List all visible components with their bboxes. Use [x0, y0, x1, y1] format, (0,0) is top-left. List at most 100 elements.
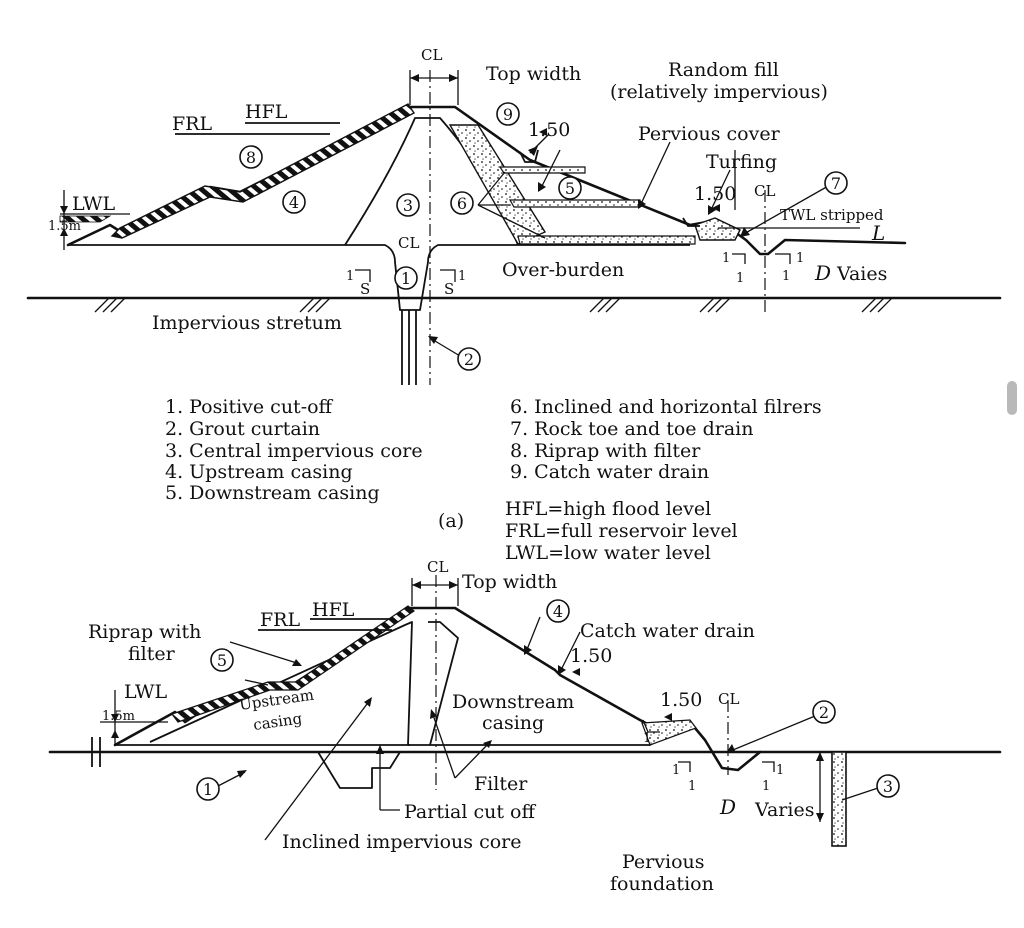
lwl-label-a: LWL	[72, 193, 115, 215]
callout-b-1: 1	[196, 777, 220, 801]
caption-a: (a)	[438, 510, 464, 532]
depth-label-b: 1.5m	[102, 709, 135, 724]
legend-item: 3. Central impervious core	[165, 440, 423, 462]
ratio-one-b4: 1	[776, 763, 784, 778]
legend-item: 1. Positive cut-off	[165, 396, 334, 418]
svg-text:3: 3	[883, 777, 893, 796]
figure-a: Top width Random fill (relatively imperv…	[26, 46, 1002, 564]
top-width-label-b: Top width	[462, 571, 557, 593]
legend-item: 5. Downstream casing	[165, 482, 380, 504]
catch-water-label: Catch water drain	[580, 620, 755, 642]
hfl-label-b: HFL	[312, 599, 355, 621]
twl-label: TWL stripped	[780, 206, 884, 224]
s-label-1: S	[360, 280, 370, 298]
random-fill-label-2: (relatively impervious)	[610, 81, 828, 103]
scrollbar-thumb[interactable]	[1007, 381, 1017, 415]
callout-a-6: 6	[450, 191, 474, 215]
riprap-label-1: Riprap with	[88, 621, 201, 643]
lwl-label-b: LWL	[124, 681, 167, 703]
partial-cutoff	[317, 751, 401, 789]
s-label-2: S	[444, 280, 454, 298]
callout-b-2: 2	[812, 700, 836, 724]
overburden-label: Over-burden	[502, 259, 624, 281]
hfl-label-a: HFL	[245, 101, 288, 123]
horizontal-filter-2	[508, 199, 641, 208]
svg-text:7: 7	[831, 174, 841, 193]
frl-label-b: FRL	[260, 609, 300, 631]
impervious-stratum-label: Impervious stretum	[152, 312, 342, 334]
centerline-label-a2: CL	[398, 234, 419, 252]
centerline-label-a1: CL	[421, 46, 442, 64]
abbreviations: HFL=high flood level FRL=full reservoir …	[505, 498, 738, 564]
positive-cutoff	[350, 244, 455, 311]
legend-item: 7. Rock toe and toe drain	[510, 418, 753, 440]
d-label-b: D	[719, 795, 736, 819]
downstream-label-1: Downstream	[452, 691, 574, 713]
ratio-one-4: 1	[736, 271, 744, 286]
frl-label-a: FRL	[172, 113, 212, 135]
pervious-label-2: foundation	[610, 873, 714, 895]
svg-text:4: 4	[289, 193, 299, 212]
svg-text:2: 2	[464, 350, 474, 369]
legend-item: 2. Grout curtain	[165, 418, 320, 440]
l-label: L	[871, 221, 885, 245]
riprap-a	[110, 103, 416, 239]
riprap-label-2: filter	[128, 643, 176, 665]
top-width-label-a: Top width	[486, 63, 581, 85]
ratio-one-5: 1	[782, 269, 790, 284]
callout-b-3: 3	[876, 774, 900, 798]
upstream-label-2: casing	[252, 709, 304, 734]
inclined-filter	[448, 124, 547, 245]
varies-label-a: Vaies	[836, 263, 887, 285]
ratio-one-b3: 1	[762, 779, 770, 794]
abbreviation-item: FRL=full reservoir level	[505, 520, 738, 542]
partial-cutoff-label: Partial cut off	[404, 801, 536, 823]
svg-text:1: 1	[401, 269, 411, 288]
centerline-label-a3: CL	[754, 182, 775, 200]
slope-label-a1: 1.50	[528, 119, 570, 141]
slope-label-b2: 1.50	[660, 689, 702, 711]
rock-toe	[694, 217, 741, 241]
centerline-label-b1: CL	[427, 558, 448, 576]
svg-text:2: 2	[819, 703, 829, 722]
svg-text:3: 3	[403, 196, 413, 215]
horizontal-filter-3	[517, 235, 696, 245]
svg-text:1: 1	[203, 780, 213, 799]
pervious-cover-label: Pervious cover	[638, 123, 781, 145]
callout-a-1: 1	[394, 266, 418, 290]
svg-text:5: 5	[565, 179, 575, 198]
svg-text:9: 9	[503, 105, 513, 124]
riprap-b	[171, 605, 415, 723]
ratio-one-b5: 1	[643, 731, 651, 746]
random-fill-label-1: Random fill	[668, 59, 779, 81]
filter-label: Filter	[474, 773, 528, 795]
callout-a-8: 8	[239, 145, 263, 169]
svg-text:4: 4	[553, 602, 563, 621]
svg-text:8: 8	[246, 148, 256, 167]
inclined-core-label: Inclined impervious core	[282, 831, 522, 853]
varies-label-b: Varies	[754, 799, 814, 821]
grout-curtain	[401, 310, 417, 385]
ratio-one-b1: 1	[672, 763, 680, 778]
callout-b-5: 5	[210, 648, 234, 672]
legend-right: 6. Inclined and horizontal filrers 7. Ro…	[510, 396, 822, 483]
pervious-label-1: Pervious	[622, 851, 705, 873]
legend-left: 1. Positive cut-off 2. Grout curtain 3. …	[165, 396, 423, 504]
abbreviation-item: LWL=low water level	[505, 542, 711, 564]
legend-item: 9. Catch water drain	[510, 461, 709, 483]
callout-a-7: 7	[824, 171, 848, 195]
callout-a-4: 4	[282, 190, 306, 214]
ground-hatch-a	[94, 297, 893, 313]
ratio-one-1: 1	[346, 269, 354, 284]
ratio-one-6: 1	[796, 251, 804, 266]
downstream-label-2: casing	[482, 712, 544, 734]
turfing-label: Turfing	[706, 151, 777, 173]
depth-label-a: 1.5m	[48, 219, 81, 234]
horizontal-filter-1	[498, 166, 586, 174]
legend-item: 8. Riprap with filter	[510, 440, 701, 462]
callout-a-9: 9	[496, 102, 520, 126]
svg-text:5: 5	[217, 651, 227, 670]
d-label-a: D	[814, 261, 831, 285]
callout-b-4: 4	[546, 599, 570, 623]
